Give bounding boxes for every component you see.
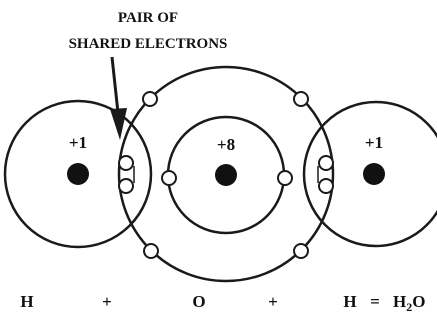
right-hydrogen-nucleus xyxy=(363,163,385,185)
left-hydrogen-shell xyxy=(3,99,153,249)
right-hydrogen-shell xyxy=(302,100,437,248)
inner-electron-left xyxy=(161,170,177,186)
outer-electron-top-right xyxy=(293,91,309,107)
outer-electron-bottom-left xyxy=(143,243,159,259)
left-hydrogen-charge: +1 xyxy=(69,133,87,152)
outer-electron-top-left xyxy=(142,91,158,107)
oxygen-charge: +8 xyxy=(217,135,235,154)
right-shared-electron-pair xyxy=(317,155,334,194)
right-hydrogen-charge: +1 xyxy=(365,133,383,152)
shared-electron xyxy=(118,178,134,194)
equation-h-left: H xyxy=(20,292,33,311)
product-subscript: 2 xyxy=(406,300,412,314)
equation-o: O xyxy=(192,292,205,311)
shared-electron xyxy=(318,178,334,194)
outer-electron-bottom-right xyxy=(293,243,309,259)
product-main: H xyxy=(393,292,406,311)
shared-electron xyxy=(118,155,134,171)
annotation-line-1: PAIR OF xyxy=(118,10,178,26)
left-hydrogen-nucleus xyxy=(67,163,89,185)
product-tail: O xyxy=(412,292,425,311)
inner-electron-right xyxy=(277,170,293,186)
annotation-arrow xyxy=(110,56,127,140)
equation-h-right: H xyxy=(343,292,356,311)
equation-product: H2O xyxy=(393,292,425,314)
equation-equals: = xyxy=(370,292,380,311)
oxygen-outer-shell xyxy=(117,65,335,283)
oxygen-nucleus xyxy=(215,164,237,186)
equation-plus-1: + xyxy=(102,292,112,311)
shared-electron xyxy=(318,155,334,171)
left-shared-electron-pair xyxy=(118,155,135,194)
equation-plus-2: + xyxy=(268,292,278,311)
annotation-line-2: SHARED ELECTRONS xyxy=(69,36,228,52)
